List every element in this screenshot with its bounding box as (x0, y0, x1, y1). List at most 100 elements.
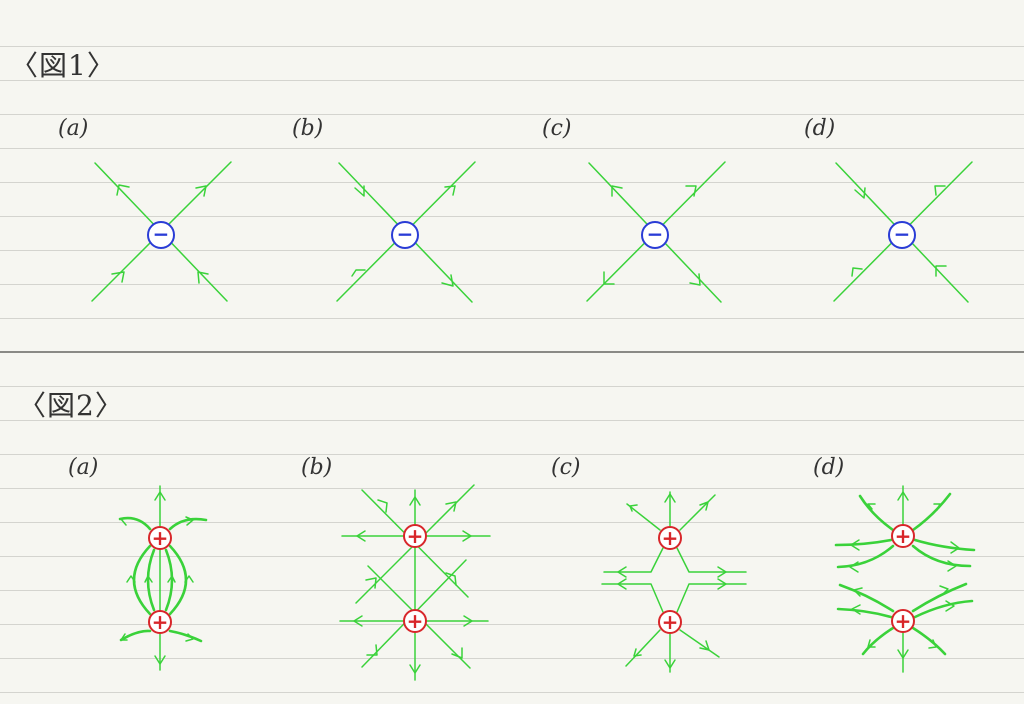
arrowhead (699, 501, 709, 511)
arrowhead (409, 664, 421, 674)
arrowhead (120, 517, 129, 526)
figure1-label-d: (d) (804, 116, 836, 141)
negative-charge (641, 221, 669, 249)
arrowhead (617, 578, 627, 590)
arrowhead (933, 503, 941, 511)
charge-sign: + (152, 526, 169, 550)
positive-charge (148, 610, 172, 634)
arrowhead (603, 271, 615, 285)
positive-charge (891, 524, 915, 548)
figure1-panel-d: − (833, 161, 973, 303)
arrowhead (441, 274, 454, 287)
arrowhead (409, 496, 421, 506)
arrowhead (184, 575, 194, 583)
figure1-label-c: (c) (542, 116, 572, 141)
arrowhead (664, 493, 676, 503)
arrowhead (111, 271, 125, 283)
charge-sign: + (895, 524, 912, 548)
arrowhead (689, 273, 701, 286)
figure1-panel-c: − (586, 161, 726, 303)
figure2-label-c: (c) (551, 455, 581, 480)
arrowhead (451, 647, 463, 659)
arrowhead (144, 575, 153, 583)
arrowhead (945, 600, 955, 612)
charge-sign: + (152, 610, 169, 634)
figure2-panel-b: + + (339, 484, 491, 681)
figure1-label-b: (b) (292, 116, 324, 141)
arrowhead (947, 560, 957, 572)
arrowhead (462, 530, 472, 542)
arrowhead (365, 577, 377, 589)
figure1-panel-a: − (91, 161, 232, 302)
arrowhead (717, 578, 727, 590)
arrowhead (854, 187, 866, 199)
arrowhead (354, 185, 365, 197)
arrowhead (850, 539, 860, 551)
arrowhead (444, 185, 456, 196)
charge-sign: + (662, 526, 679, 550)
positive-charge (403, 609, 427, 633)
arrowhead (366, 644, 378, 656)
figure2-panel-d: + + (834, 485, 976, 673)
arrowhead (463, 615, 473, 627)
figure1-title: 〈図1〉 (10, 49, 116, 82)
charge-sign: − (647, 222, 664, 246)
arrowhead (851, 604, 861, 615)
arrowhead (356, 530, 366, 542)
arrowhead (353, 615, 363, 627)
charge-sign: − (153, 222, 170, 246)
arrowhead (185, 633, 194, 642)
arrowhead (950, 541, 960, 554)
arrowhead (867, 639, 876, 648)
charge-sign: + (407, 609, 424, 633)
arrowhead (120, 633, 128, 641)
arrowhead (934, 185, 946, 196)
arrowhead (445, 501, 457, 512)
figure2-panel-a: + + (118, 485, 208, 671)
arrowhead (851, 267, 863, 277)
arrowhead (853, 587, 863, 597)
positive-charge (148, 526, 172, 550)
arrowhead (617, 566, 627, 578)
figure1-label-a: (a) (58, 116, 89, 141)
arrowhead (197, 271, 209, 284)
figure2-title: 〈図2〉 (18, 389, 124, 422)
negative-charge (147, 221, 175, 249)
negative-charge (391, 221, 419, 249)
figure1-panel-b: − (336, 161, 476, 303)
arrowhead (167, 575, 176, 583)
arrowhead (717, 566, 727, 578)
arrowhead (849, 561, 859, 573)
arrowhead (126, 575, 136, 583)
charge-sign: + (895, 609, 912, 633)
arrowhead (633, 648, 642, 657)
section-divider (0, 351, 1024, 353)
charge-sign: − (894, 222, 911, 246)
arrowhead (897, 649, 909, 659)
arrowhead (897, 491, 909, 501)
arrowhead (377, 499, 388, 513)
figure2-panel-c: + + (601, 491, 747, 673)
arrowhead (154, 655, 166, 665)
arrowhead (116, 184, 130, 196)
positive-charge (658, 526, 682, 550)
arrowhead (685, 185, 697, 197)
positive-charge (658, 610, 682, 634)
charge-sign: + (662, 610, 679, 634)
arrowhead (351, 269, 366, 277)
arrowhead (699, 640, 710, 651)
arrowhead (445, 572, 457, 586)
charge-sign: + (407, 524, 424, 548)
figure2-label-b: (b) (301, 455, 333, 480)
arrowhead (195, 185, 207, 197)
arrowhead (154, 491, 166, 501)
arrowhead (935, 265, 947, 277)
arrowhead (939, 585, 949, 596)
arrowhead (867, 503, 876, 510)
charge-sign: − (397, 222, 414, 246)
arrowhead (664, 659, 676, 669)
negative-charge (888, 221, 916, 249)
figure2-label-d: (d) (813, 455, 845, 480)
